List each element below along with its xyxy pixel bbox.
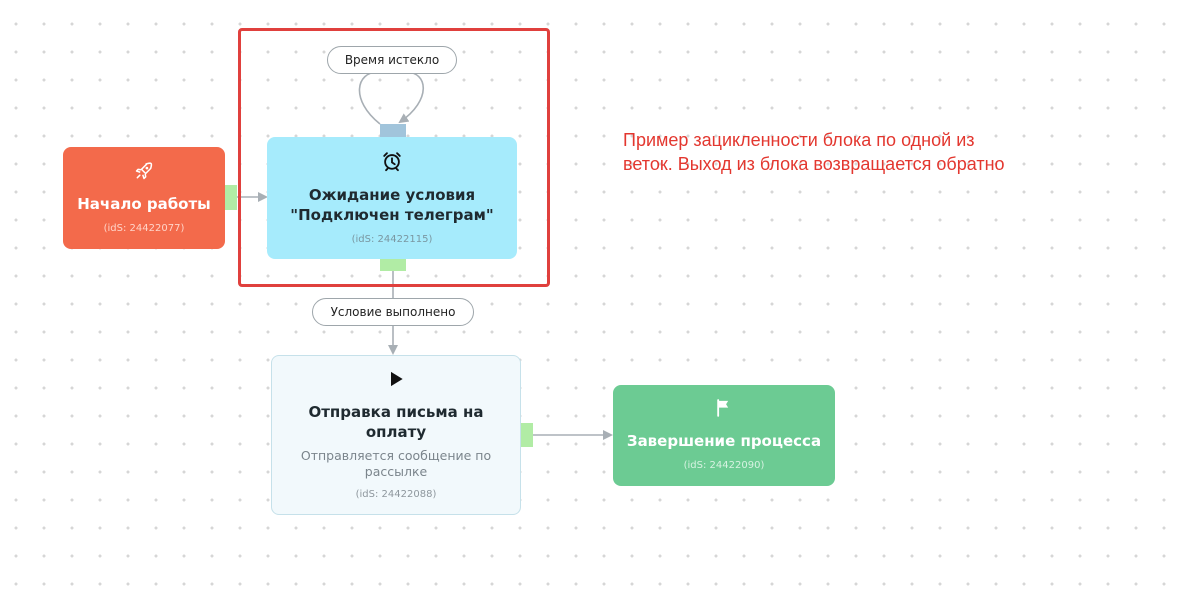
wait-node-id: (idS: 24422115) <box>351 233 433 245</box>
play-icon <box>386 369 406 394</box>
edge-label-timeout[interactable]: Время истекло <box>327 46 457 74</box>
alarm-clock-icon <box>381 150 403 177</box>
send-node-output-port[interactable] <box>521 423 533 447</box>
wait-node-condition-port[interactable] <box>380 259 406 271</box>
edge-label-condition-met[interactable]: Условие выполнено <box>312 298 474 326</box>
wait-node-title-line1: Ожидание условия <box>308 185 476 204</box>
wait-node-timeout-port[interactable] <box>380 124 406 137</box>
send-node-title-line1: Отправка письма на <box>308 402 484 421</box>
end-node-id: (idS: 24422090) <box>683 460 765 471</box>
send-node-id: (idS: 24422088) <box>355 488 437 500</box>
loop-highlight-frame <box>238 28 550 287</box>
send-node-subtitle-line1: Отправляется сообщение по <box>300 447 492 463</box>
send-email-node[interactable]: Отправка письма на оплату Отправляется с… <box>271 355 521 515</box>
annotation-line1: Пример зацикленности блока по одной из <box>623 130 975 150</box>
wait-condition-node[interactable]: Ожидание условия "Подключен телеграм" (i… <box>267 137 517 259</box>
start-node-id: (idS: 24422077) <box>103 222 185 234</box>
annotation-text: Пример зацикленности блока по одной из в… <box>623 128 1093 176</box>
send-node-subtitle-line2: рассылке <box>364 463 428 479</box>
start-node-output-port[interactable] <box>225 185 237 210</box>
flag-icon <box>714 398 734 423</box>
annotation-line2: веток. Выход из блока возвращается обрат… <box>623 154 1005 174</box>
start-node[interactable]: Начало работы (idS: 24422077) <box>63 147 225 249</box>
wait-node-title-line2: "Подключен телеграм" <box>290 205 494 224</box>
rocket-icon <box>134 161 154 186</box>
end-process-node[interactable]: Завершение процесса (idS: 24422090) <box>613 385 835 486</box>
start-node-title: Начало работы <box>77 194 211 213</box>
end-node-title: Завершение процесса <box>626 432 822 450</box>
send-node-title-line2: оплату <box>365 422 427 441</box>
